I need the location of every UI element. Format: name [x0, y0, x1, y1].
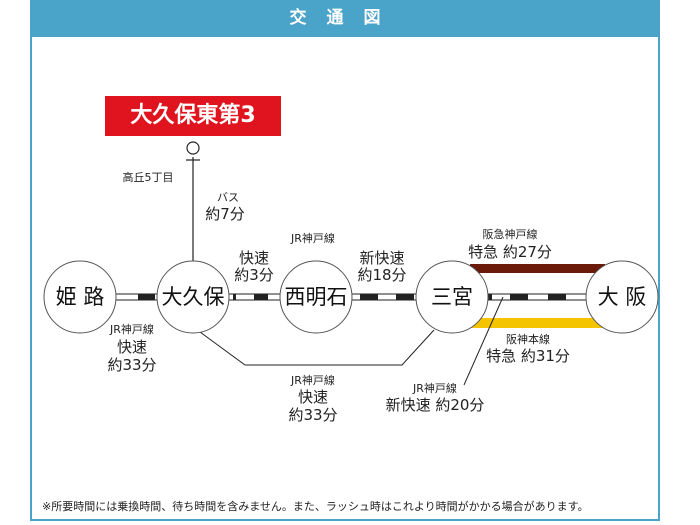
hankyu-line-label: 阪急神戸線 [483, 227, 538, 241]
page-title: 交通図 [30, 0, 660, 37]
map-frame [30, 0, 660, 521]
bus-stop-icon [186, 141, 200, 155]
leader-line [463, 296, 504, 386]
segment-time-label: 約18分 [357, 266, 406, 284]
station-sannomiya: 三宮 [415, 260, 489, 334]
segment-type-label: 快速 [117, 338, 147, 356]
segment-type-label: 新快速 [359, 249, 404, 267]
segment-line-label: JR神戸線 [109, 322, 154, 336]
hanshin-line-label: 阪神本線 [506, 332, 550, 346]
station-label: 西明石 [285, 285, 348, 309]
station-label: 姫 路 [56, 285, 105, 309]
destination-badge: 大久保東第3 [105, 96, 281, 136]
jr-line-label: JR神戸線 [412, 381, 457, 395]
bus-mode-label: バス [217, 191, 239, 204]
segment-line-label: JR神戸線 [290, 231, 335, 245]
jr-service-label: 新快速 約20分 [386, 396, 485, 414]
hanshin-service-label: 特急 約31分 [486, 347, 570, 365]
segment-time-label: 約3分 [234, 266, 274, 284]
bus-time-label: 約7分 [205, 205, 245, 223]
station-okubo: 大久保 [156, 260, 230, 334]
segment-line-label: JR神戸線 [290, 373, 335, 387]
station-osaka: 大 阪 [585, 260, 659, 334]
footnote: ※所要時間には乗換時間、待ち時間を含みません。また、ラッシュ時はこれより時間がか… [42, 500, 589, 513]
station-label: 大久保 [162, 285, 225, 309]
station-label: 大 阪 [598, 285, 647, 309]
jr-okubo-sannomiya-line [199, 329, 435, 366]
jr-track [116, 293, 586, 301]
station-nishiakashi: 西明石 [279, 260, 353, 334]
hankyu-service-label: 特急 約27分 [468, 243, 552, 261]
station-himeji: 姫 路 [43, 260, 117, 334]
hanshin-line [468, 318, 605, 328]
segment-type-label: 快速 [298, 388, 328, 406]
segment-type-label: 快速 [239, 249, 269, 267]
station-label: 三宮 [431, 285, 473, 309]
bus-stop-label: 高丘5丁目 [123, 170, 174, 184]
hankyu-line [470, 264, 605, 273]
segment-time-label: 約33分 [288, 406, 337, 424]
segment-time-label: 約33分 [107, 356, 156, 374]
